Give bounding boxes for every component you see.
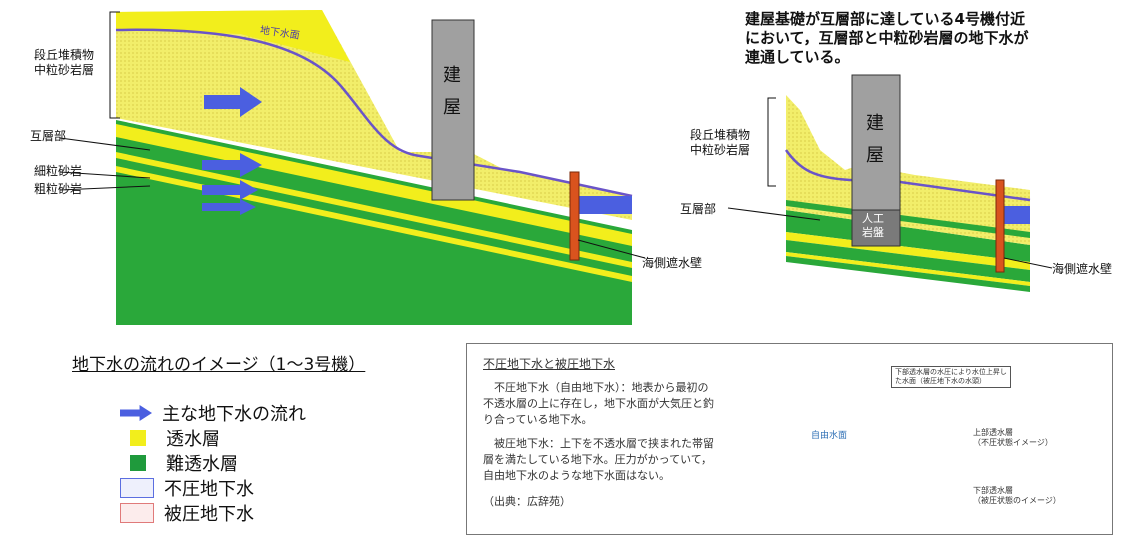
legend-item-confined: 被圧地下水 [120, 500, 254, 526]
info-box-title: 不圧地下水と被圧地下水 [483, 357, 616, 371]
upper-layer-label: 上部透水層 （不圧状態イメージ） [973, 428, 1053, 447]
left-building [431, 19, 475, 201]
left-interbed-label: 互層部 [30, 129, 67, 143]
right-green-layer-3 [786, 240, 1030, 282]
legend-item-impermeable: 難透水層 [120, 450, 238, 476]
left-building-label: 建 屋 [443, 65, 461, 118]
right-sea-water [1003, 206, 1030, 224]
info-box-source: （出典：広辞苑） [483, 495, 571, 508]
right-note: 建屋基礎が互層部に達している4号機付近 において，互層部と中粒砂岩層の地下水が … [745, 10, 1029, 66]
left-terrace-layer [116, 10, 632, 220]
right-green-base [786, 210, 1030, 262]
figure-caption: 下部透水層の水圧により水位上昇し た水面（被圧地下水の水頭） [891, 366, 1011, 388]
info-box: 不圧地下水と被圧地下水 不圧地下水（自由地下水）：地表から最初の 不透水層の上に… [466, 343, 1113, 535]
flow-arrow-icon [202, 199, 256, 215]
left-sea-water [578, 196, 632, 214]
lower-layer-label: 下部透水層 （被圧状態のイメージ） [973, 486, 1061, 505]
pointer-line [59, 171, 151, 179]
right-terrace-label: 段丘堆積物 中粒砂岩層 [690, 128, 751, 157]
left-fine-sandstone-label: 細粒砂岩 [34, 164, 83, 178]
legend-label: 被圧地下水 [164, 504, 254, 525]
left-fine-sandstone-band [116, 152, 632, 268]
right-artificial-rock [851, 209, 901, 247]
left-interbed-band [116, 124, 632, 246]
legend-item-permeable: 透水層 [120, 425, 220, 451]
right-interbed-label: 互層部 [680, 202, 717, 216]
yellow-square-icon [130, 430, 146, 446]
pointer-line [59, 137, 151, 151]
free-water-label: 自由水面 [811, 431, 848, 441]
left-coarse-sandstone-label: 粗粒砂岩 [34, 182, 83, 196]
legend-label: 難透水層 [166, 454, 238, 475]
right-green-bottom [786, 256, 1030, 292]
flow-arrow-icon [202, 180, 258, 200]
left-terrace-label: 段丘堆積物 中粒砂岩層 [34, 48, 95, 77]
flow-arrow-icon [202, 153, 262, 177]
right-groundwater-line [784, 149, 1031, 202]
legend-title: 地下水の流れのイメージ（1～3号機） [72, 355, 366, 375]
pointer-line [577, 239, 646, 259]
aquitard-label-2: 難透水層 [887, 518, 915, 526]
pointer-line [727, 207, 821, 221]
left-seawall-label: 海側遮水壁 [642, 256, 703, 270]
red-dotted-box-icon [120, 503, 154, 523]
right-terrace-brace [767, 97, 776, 187]
left-groundwater-line [115, 28, 633, 198]
legend-label: 透水層 [166, 429, 220, 450]
artificial-rock-label: 人工 岩盤 [862, 212, 884, 239]
legend-label: 不圧地下水 [164, 479, 254, 500]
pointer-line [1003, 257, 1053, 269]
right-interbed-green [786, 200, 1030, 238]
blue-dotted-box-icon [120, 478, 154, 498]
left-terrace-topfill [116, 10, 350, 62]
legend-label: 主な地下水の流れ [162, 404, 306, 425]
info-box-para1: 不圧地下水（自由地下水）：地表から最初の 不透水層の上に存在し，地下水面が大気圧… [483, 381, 714, 426]
aquitard-label-1: 難透水層 [887, 474, 915, 482]
blue-arrow-icon [120, 405, 152, 421]
right-green-layer-2 [786, 232, 1030, 270]
left-terrace-brace [109, 11, 120, 119]
legend-item-unconfined: 不圧地下水 [120, 475, 254, 501]
info-box-para2: 被圧地下水：上下を不透水層で挟まれた帯留 層を満たしている地下水。圧力がかってい… [483, 437, 714, 482]
legend-item-flow: 主な地下水の流れ [120, 400, 306, 426]
right-seawall-label: 海側遮水壁 [1052, 262, 1113, 276]
right-building-label: 建 屋 [866, 113, 884, 166]
right-seawall [995, 179, 1005, 273]
left-seawall [569, 171, 580, 261]
right-terrace-layer [786, 95, 1030, 245]
pointer-line [59, 185, 151, 191]
green-square-icon [130, 455, 146, 471]
flow-arrow-icon [204, 87, 262, 117]
right-yellow-stripe [786, 252, 1030, 286]
